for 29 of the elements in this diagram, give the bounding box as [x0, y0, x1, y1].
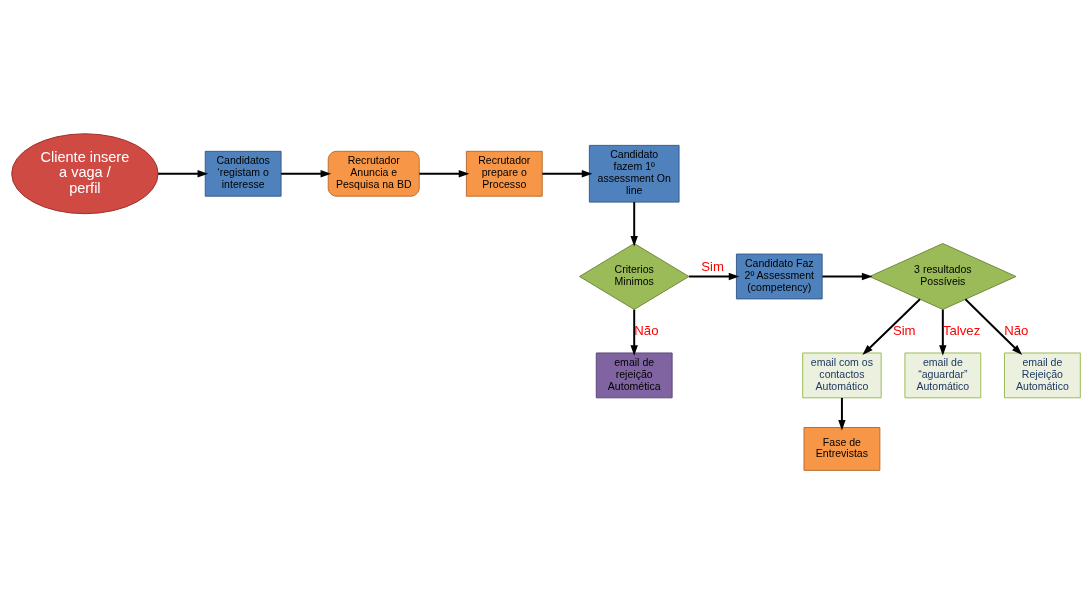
arrow [630, 308, 638, 356]
arrow [939, 308, 947, 356]
edge-label: Sim [892, 322, 916, 338]
arrow [862, 297, 921, 355]
node-diamond: 3 resultados Possíveis [869, 242, 1017, 310]
node-box: Candidato Faz 2º Assessment (competency) [735, 253, 823, 299]
node-box: email de “aguardar” Automático [904, 352, 982, 398]
node-box: Fase de Entrevistas [803, 426, 881, 471]
arrow [157, 169, 209, 177]
arrow [630, 200, 638, 246]
node-box: Candidato fazem 1º assessment On line [588, 144, 680, 203]
node-box: Candidatos ‘registam o interesse [204, 150, 282, 197]
arrow [964, 297, 1023, 355]
edge-label: Não [1004, 322, 1029, 338]
arrow [821, 272, 873, 280]
arrow [280, 169, 332, 177]
node-ellipse: Cliente insere a vaga / perfil [11, 132, 159, 214]
node-diamond: Criterios Minimos [578, 242, 690, 310]
node-box: Recrutador Anuncia e Pesquisa na BD [327, 150, 420, 197]
edge-label: Não [634, 322, 659, 338]
arrow [418, 169, 470, 177]
arrow [838, 396, 846, 430]
node-box: email com os contactos Automático [802, 352, 882, 398]
edge-label: Sim [701, 258, 725, 274]
node-box: email de Rejeição Automático [1004, 352, 1081, 398]
arrow [541, 169, 593, 177]
node-box: Recrutador prepare o Processo [465, 150, 543, 197]
node-box: email de rejeição Automética [595, 352, 673, 398]
arrow [688, 272, 740, 280]
